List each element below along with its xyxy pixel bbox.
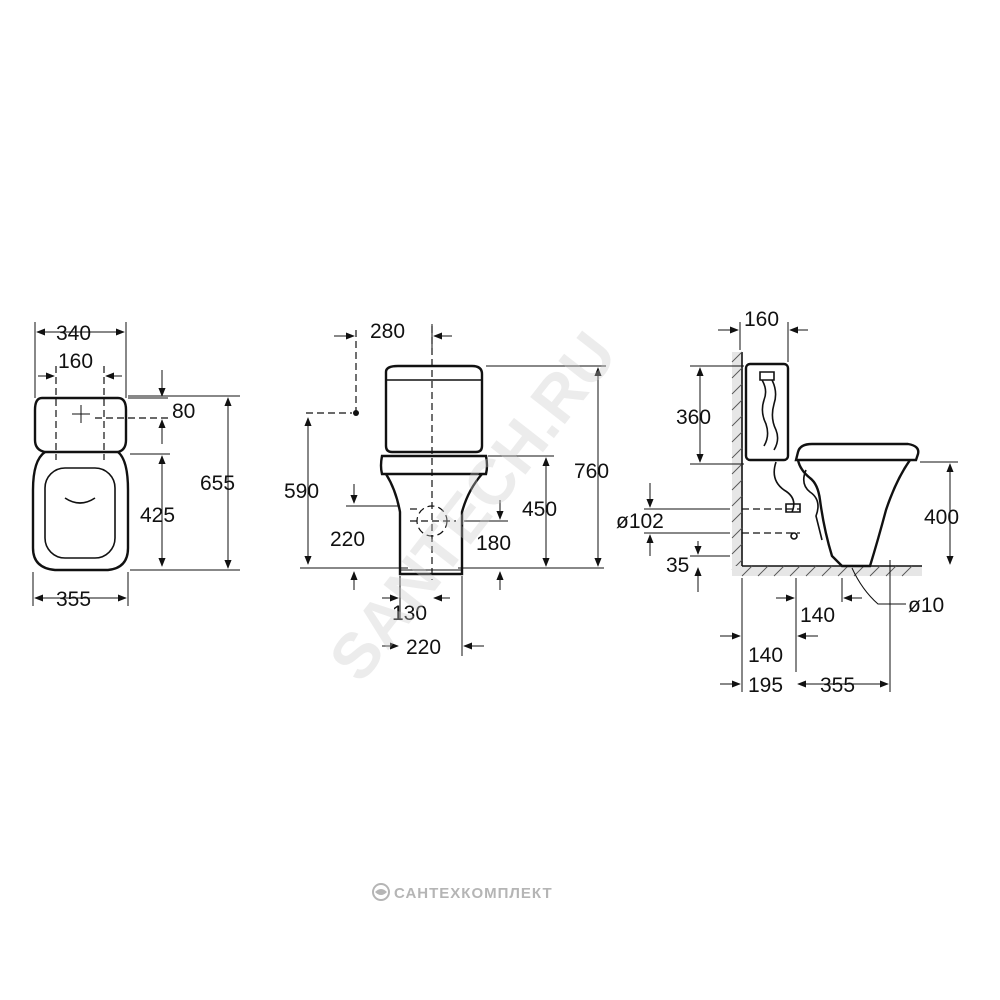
dim-side-tank-height: 360: [676, 406, 711, 429]
dim-front-base-width: 130: [392, 602, 427, 625]
dim-top-width-bottom: 355: [56, 588, 91, 611]
dim-top-inner-width: 160: [58, 350, 93, 373]
front-view-pedestal: [384, 473, 483, 576]
dim-front-seat-height: 450: [522, 498, 557, 521]
side-view-fixing-leader: [851, 567, 906, 605]
dim-top-bowl-length: 425: [140, 504, 175, 527]
dim-front-drain-height: 220: [330, 528, 365, 551]
top-view: 340 160 80 425 655 355: [31, 322, 240, 611]
side-view-wall: [732, 352, 742, 574]
side-view-trapway: [773, 461, 823, 541]
top-view-bowl: [31, 451, 130, 572]
dim-side-bowl-height: 400: [924, 506, 959, 529]
dim-side-pipe-diameter: ø102: [616, 510, 664, 533]
side-view: 160 360 ø102 35 400 ø10 140 140: [616, 308, 959, 697]
dim-side-wall-to-drain: 140: [748, 644, 783, 667]
dim-front-inlet-height: 590: [284, 480, 319, 503]
footer-logo-icon: [372, 883, 390, 901]
dim-side-fixing-offset: 140: [800, 604, 835, 627]
dim-front-total-height: 760: [574, 460, 609, 483]
dim-side-fix-to-front: 355: [820, 674, 855, 697]
dim-top-tank-depth: 80: [172, 400, 195, 423]
dim-front-inlet-offset: 280: [370, 320, 405, 343]
side-view-tank: [744, 362, 790, 462]
dim-front-foot-width: 220: [406, 636, 441, 659]
dim-side-pipe-base-gap: 35: [666, 554, 689, 577]
dim-side-wall-to-fix: 195: [748, 674, 783, 697]
dim-side-tank-offset: 160: [744, 308, 779, 331]
front-view-bowl-rim: [379, 454, 489, 476]
side-view-bowl: [796, 459, 911, 568]
dim-side-fixing-diameter: ø10: [908, 594, 944, 617]
side-view-seat: [794, 442, 920, 462]
top-view-drain-mark: [72, 405, 90, 423]
dim-top-width: 340: [56, 322, 91, 345]
side-view-flush-valve: [759, 371, 775, 381]
footer-logo-text: САНТЕХКОМПЛЕКТ: [394, 885, 553, 902]
dim-front-drain-center: 180: [476, 532, 511, 555]
front-view-inlet-point: [353, 410, 359, 416]
side-view-tank-mechanism: [761, 379, 769, 447]
top-view-seat-opening: [44, 467, 116, 559]
footer-logo: САНТЕХКОМПЛЕКТ: [372, 883, 553, 902]
front-view-tank: [384, 364, 484, 454]
top-view-seat-hinge: [64, 497, 96, 504]
dim-top-total-length: 655: [200, 472, 235, 495]
front-view: 280 590 220 760 450 180 130: [284, 320, 609, 659]
